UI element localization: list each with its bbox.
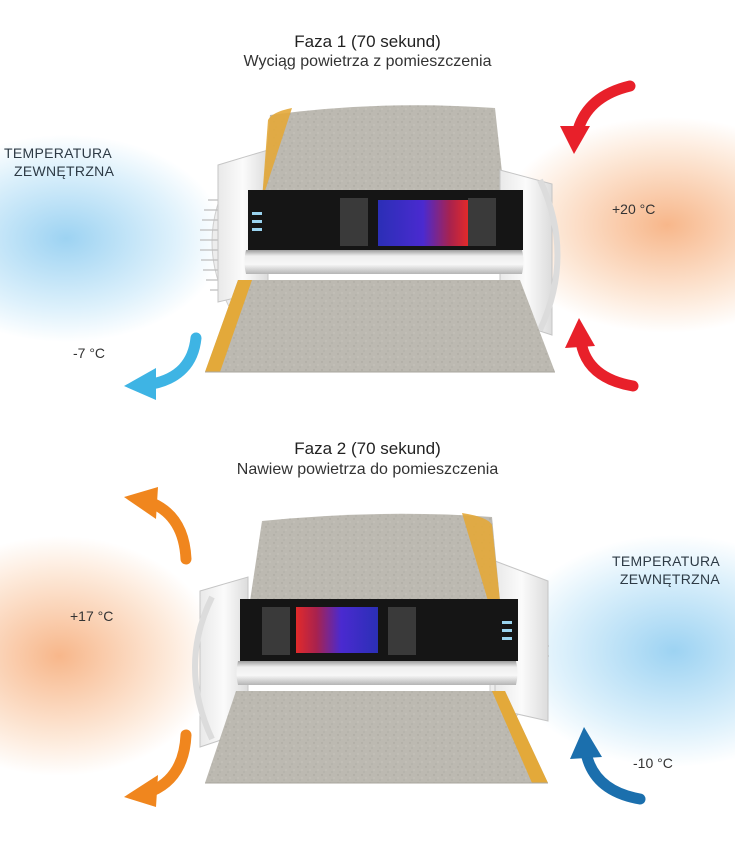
phase-2-title: Faza 2 (70 sekund): [294, 439, 441, 458]
supply-air-out-upper-arrow-icon: [124, 487, 192, 565]
ventilation-unit-in-wall: [192, 513, 549, 784]
indoor-temperature-value: +20 °C: [612, 201, 656, 217]
indoor-temperature-value: +17 °C: [70, 608, 114, 624]
cold-air-out-arrow-icon: [124, 332, 202, 400]
phase-1-panel: Faza 1 (70 sekund) Wyciąg powietrza z po…: [0, 32, 735, 400]
cold-air-in-arrow-icon: [570, 727, 646, 805]
outdoor-temperature-value: -10 °C: [633, 755, 673, 771]
outdoor-temperature-value: -7 °C: [73, 345, 106, 361]
phase-2-panel: Faza 2 (70 sekund) Nawiew powietrza do p…: [0, 421, 735, 842]
warm-air-in-arrow-icon: [560, 80, 636, 154]
phase-2-subtitle: Nawiew powietrza do pomieszczenia: [236, 461, 499, 478]
ventilation-unit-in-wall: [200, 105, 561, 373]
outside-temperature-label: TEMPERATURA ZEWNĘTRZNA: [612, 553, 721, 587]
outside-temperature-label: TEMPERATURA ZEWNĘTRZNA: [4, 145, 115, 179]
phase-1-title: Faza 1 (70 sekund): [294, 32, 441, 51]
phase-1-subtitle: Wyciąg powietrza z pomieszczenia: [243, 53, 492, 70]
warm-air-in-lower-arrow-icon: [565, 318, 639, 392]
supply-air-out-lower-arrow-icon: [124, 729, 192, 807]
